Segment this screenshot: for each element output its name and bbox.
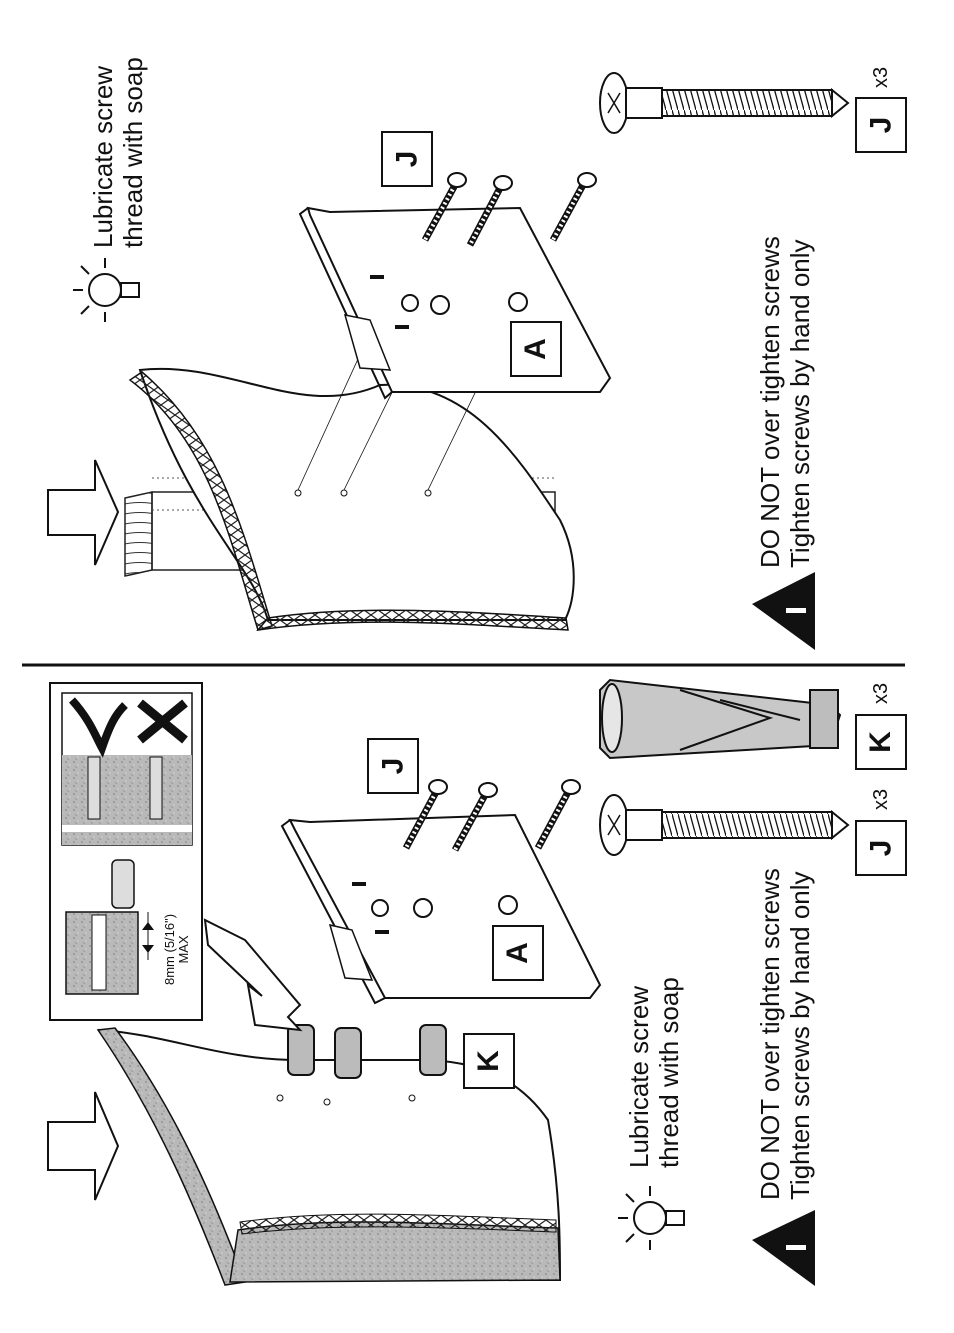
lightbulb-icon bbox=[73, 258, 140, 322]
label-a-top: A bbox=[510, 321, 562, 377]
warning-text-bottom: DO NOT over tighten screws Tighten screw… bbox=[755, 868, 815, 1200]
warning-text-top: DO NOT over tighten screws Tighten screw… bbox=[755, 236, 815, 568]
anchor-k-3 bbox=[419, 1024, 447, 1076]
bracket-a bbox=[306, 206, 612, 393]
arrow-icon bbox=[47, 459, 120, 566]
inset-dimension-label: 8mm (5/16") MAX bbox=[162, 913, 191, 985]
part-qty-j-bottom: x3 bbox=[870, 788, 892, 810]
tip-text-bottom: Lubricate screw thread with soap bbox=[624, 977, 684, 1168]
part-anchor-k bbox=[599, 678, 842, 760]
screw-j-bottom-2 bbox=[451, 782, 498, 852]
part-label-k-bottom: K bbox=[855, 714, 907, 770]
arrow-icon bbox=[47, 1091, 120, 1201]
bracket-a bbox=[288, 813, 602, 999]
warning-icon bbox=[752, 572, 815, 650]
top-panel-graphics bbox=[47, 72, 850, 650]
part-label-j-bottom: J bbox=[855, 820, 907, 876]
anchor-k-2 bbox=[334, 1027, 362, 1079]
part-qty-k-bottom: x3 bbox=[870, 682, 892, 704]
screw-j-top-3 bbox=[549, 172, 597, 242]
lightbulb-icon bbox=[618, 1186, 685, 1250]
part-screw-j-top bbox=[599, 72, 850, 134]
label-k-bottom: K bbox=[463, 1033, 515, 1089]
part-screw-j-bottom bbox=[599, 794, 850, 856]
part-label-j-top: J bbox=[855, 97, 907, 153]
screw-j-top-2 bbox=[466, 175, 513, 247]
tip-text-top: Lubricate screw thread with soap bbox=[88, 57, 148, 248]
drywall-sheet bbox=[138, 367, 575, 621]
label-j-top: J bbox=[381, 131, 433, 187]
label-a-bottom: A bbox=[492, 925, 544, 981]
screw-j-bottom-1 bbox=[402, 779, 448, 850]
screw-j-bottom-3 bbox=[534, 779, 581, 850]
cross-icon bbox=[137, 699, 188, 744]
warning-icon bbox=[752, 1210, 815, 1286]
label-j-bottom: J bbox=[367, 738, 419, 794]
check-icon bbox=[69, 697, 128, 758]
anchor-k-1 bbox=[287, 1024, 315, 1076]
screw-j-top-1 bbox=[421, 172, 467, 242]
part-qty-j-top: x3 bbox=[870, 66, 892, 88]
